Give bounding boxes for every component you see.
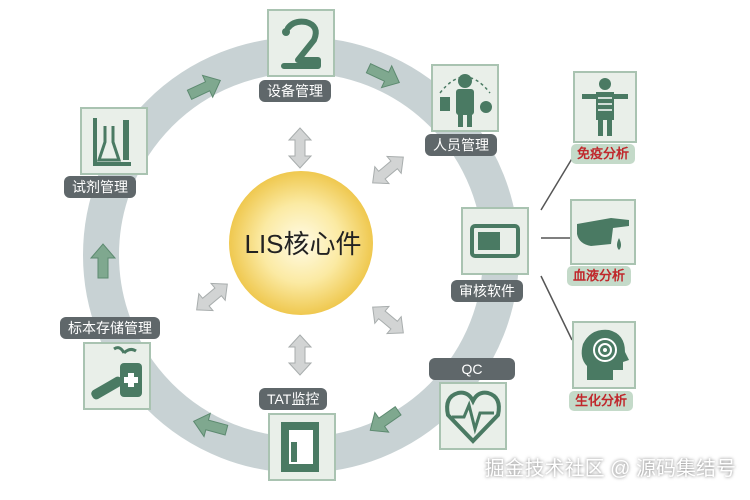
- review-label: 审核软件: [451, 280, 523, 302]
- watermark: 掘金技术社区 @ 源码集结号: [484, 458, 736, 480]
- equipment-icon: [267, 9, 335, 77]
- double-arrow-icon: [372, 155, 404, 185]
- tat-icon: [268, 413, 336, 481]
- blood-analysis-icon: [570, 199, 636, 265]
- immune-analysis-icon: [573, 71, 637, 143]
- core-title: LIS核心件: [244, 229, 362, 259]
- reagent-label: 试剂管理: [64, 176, 136, 198]
- core-circle: [229, 171, 373, 315]
- double-arrow-icon: [287, 334, 313, 376]
- qc-icon: [439, 382, 507, 450]
- ring-arrows: [89, 63, 402, 438]
- biochem-analysis-icon: [572, 321, 636, 389]
- immune-label: 免疫分析: [571, 144, 636, 164]
- inner-arrows: [196, 127, 404, 376]
- equipment-label: 设备管理: [259, 80, 331, 102]
- tat-label: TAT监控: [259, 388, 328, 410]
- flow-arrow-icon: [369, 406, 402, 433]
- double-arrow-icon: [196, 282, 228, 312]
- specimen-label: 标本存储管理: [60, 317, 160, 339]
- blood-label: 血液分析: [567, 266, 632, 286]
- flow-arrow-icon: [89, 243, 117, 279]
- personnel-icon: [431, 64, 499, 132]
- flow-arrow-icon: [192, 412, 229, 438]
- biochem-label: 生化分析: [569, 391, 634, 411]
- flow-arrow-icon: [186, 74, 222, 100]
- double-arrow-icon: [372, 305, 404, 335]
- flow-arrow-icon: [365, 63, 401, 89]
- double-arrow-icon: [287, 127, 313, 169]
- review-software-icon: [461, 207, 529, 275]
- qc-label: QC: [429, 358, 515, 380]
- reagent-icon: [80, 107, 148, 175]
- analysis-connectors: [540, 151, 577, 341]
- specimen-storage-icon: [83, 342, 151, 410]
- personnel-label: 人员管理: [425, 134, 497, 156]
